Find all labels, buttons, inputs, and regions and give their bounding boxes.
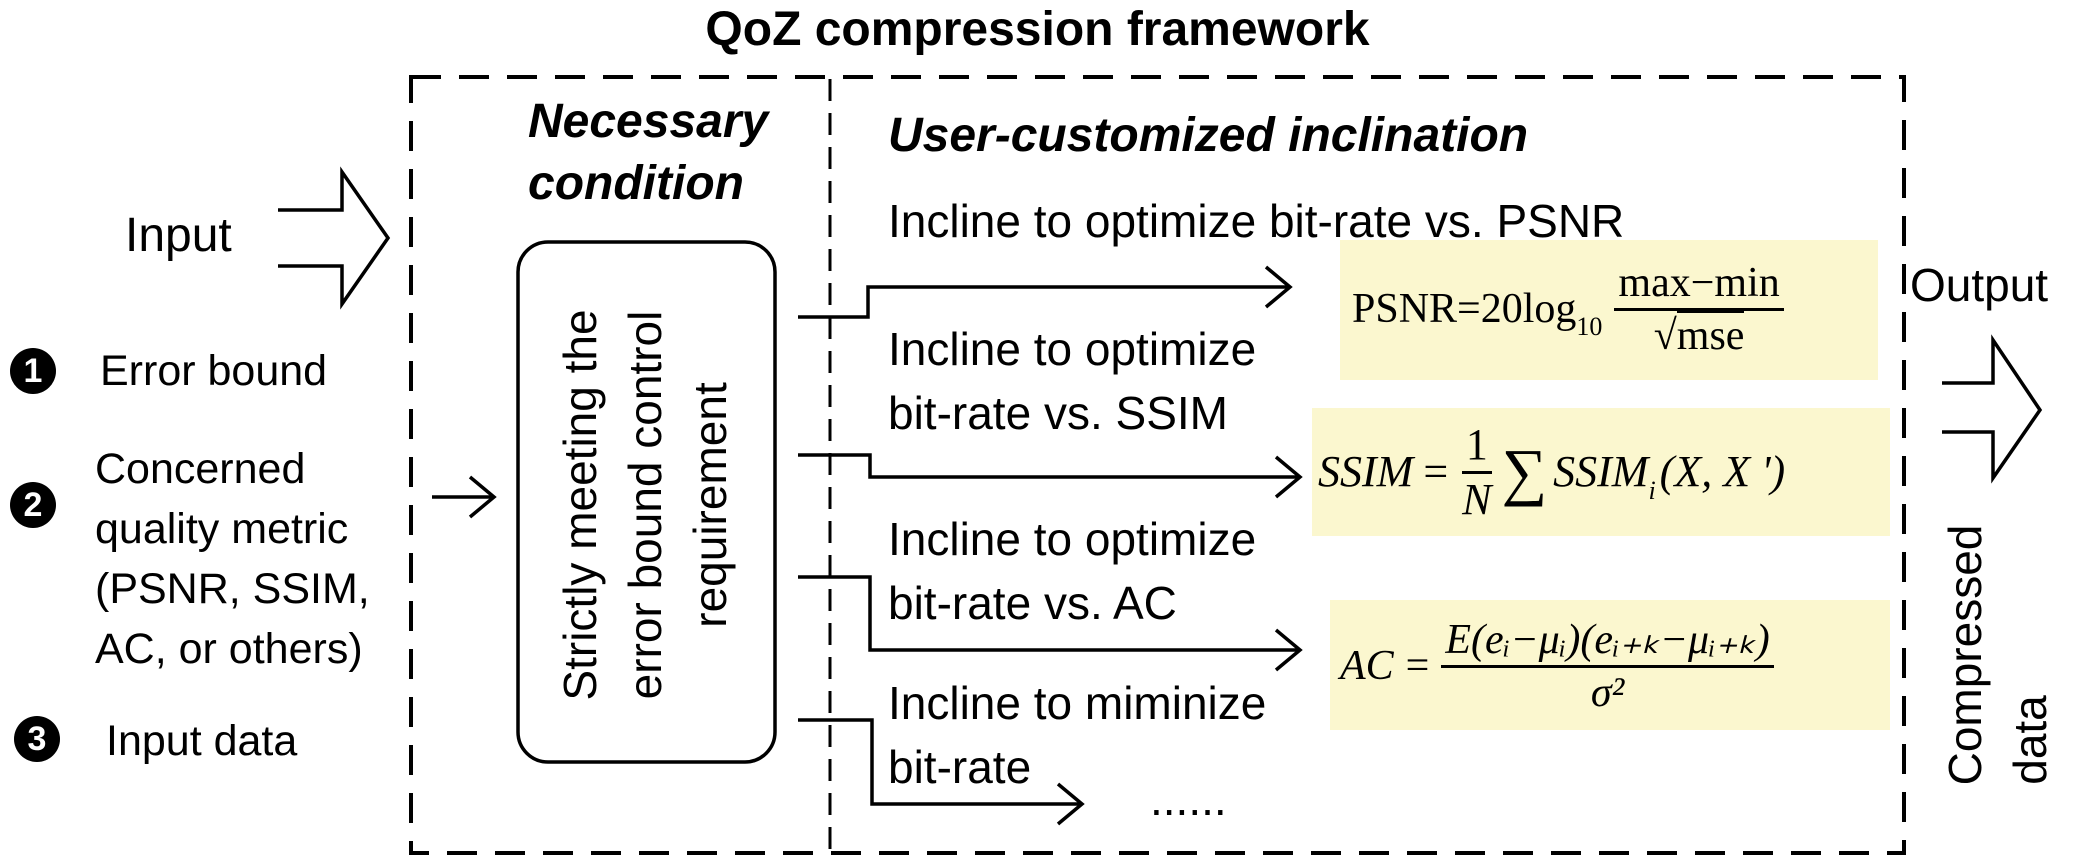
condition-box-line-1: Strictly meeting the [554, 309, 606, 701]
branch-arrow-ssim [798, 453, 1303, 499]
branch-arrow-ac [798, 575, 1303, 672]
psnr-formula-numerator: max−min [1614, 262, 1784, 311]
psnr-formula-fraction: max−min √mse [1614, 262, 1784, 359]
ssim-formula-args: (X, X ') [1659, 447, 1786, 496]
ac-formula-fraction: E(eᵢ−μᵢ)(eᵢ₊ₖ−μᵢ₊ₖ) σ² [1441, 619, 1774, 716]
input-quality-metric-line-1: Concerned [95, 445, 306, 493]
input-error-bound: Error bound [100, 347, 328, 395]
ssim-formula-denominator: N [1462, 474, 1492, 524]
psnr-formula-lhs: PSNR=20log [1352, 286, 1577, 332]
ssim-formula-fraction: 1 N [1458, 422, 1495, 524]
ssim-formula-lhs: SSIM [1318, 447, 1414, 496]
condition-box-line-3: requirement [684, 382, 736, 628]
psnr-formula-mse: mse [1676, 310, 1745, 359]
condition-input-arrow-icon [432, 475, 497, 519]
badge-3: 3 [14, 716, 60, 762]
ac-formula: AC = E(eᵢ−μᵢ)(eᵢ₊ₖ−μᵢ₊ₖ) σ² [1340, 604, 1774, 728]
badge-2: 2 [10, 482, 56, 528]
ac-formula-lhs: AC [1340, 643, 1394, 689]
ssim-formula-rhs: SSIM [1553, 447, 1649, 496]
input-arrow-icon [278, 166, 391, 310]
necessary-condition-line-2: condition [528, 157, 744, 210]
diagram-title: QoZ compression framework [705, 3, 1370, 56]
sqrt-icon: √ [1653, 312, 1677, 359]
branch-ssim-label-line-1: Incline to optimize [888, 323, 1257, 375]
input-quality-metric-line-3: (PSNR, SSIM, [95, 565, 370, 613]
condition-box-frame [516, 240, 777, 764]
framework-dashed-frame [409, 75, 1906, 855]
more-options-ellipsis: ...... [1150, 773, 1227, 825]
user-inclination-heading: User-customized inclination [888, 109, 1529, 162]
compressed-data-line-1: Compressed [1939, 524, 1991, 786]
ssim-formula-eq: = [1423, 447, 1449, 496]
branch-bitrate-label-line-2: bit-rate [888, 741, 1032, 793]
branch-psnr-label: Incline to optimize bit-rate vs. PSNR [888, 195, 1625, 247]
ssim-formula-box [1312, 408, 1890, 536]
ac-formula-eq: = [1405, 643, 1430, 689]
output-arrow-icon [1942, 334, 2043, 484]
ac-formula-numerator: E(eᵢ−μᵢ)(eᵢ₊ₖ−μᵢ₊ₖ) [1441, 619, 1774, 668]
branch-arrow-bitrate [798, 718, 1085, 826]
ssim-formula-rhs-index: i [1648, 476, 1656, 505]
necessary-condition-line-1: Necessary [528, 95, 769, 148]
branch-ac-label-line-2: bit-rate vs. AC [888, 577, 1177, 629]
branch-ac-label-line-1: Incline to optimize [888, 513, 1257, 565]
input-quality-metric-line-4: AC, or others) [95, 625, 363, 673]
input-quality-metric-line-2: quality metric [95, 505, 349, 553]
output-label: Output [1910, 259, 2049, 311]
branch-arrow-psnr [798, 265, 1293, 319]
branch-bitrate-label-line-1: Incline to miminize [888, 677, 1267, 729]
psnr-formula-box [1340, 240, 1878, 380]
compressed-data-line-2: data [2004, 695, 2056, 785]
branch-ssim-label-line-2: bit-rate vs. SSIM [888, 387, 1228, 439]
ac-formula-denominator: σ² [1590, 669, 1625, 716]
sum-icon: ∑ [1501, 436, 1548, 507]
input-label: Input [125, 209, 232, 262]
condition-box-line-2: error bound control [619, 310, 671, 700]
psnr-formula-log-base: 10 [1576, 312, 1603, 341]
psnr-formula-denominator: √mse [1650, 310, 1749, 359]
input-data: Input data [106, 717, 298, 765]
ssim-formula-numerator: 1 [1461, 422, 1492, 474]
badge-1: 1 [10, 348, 56, 394]
